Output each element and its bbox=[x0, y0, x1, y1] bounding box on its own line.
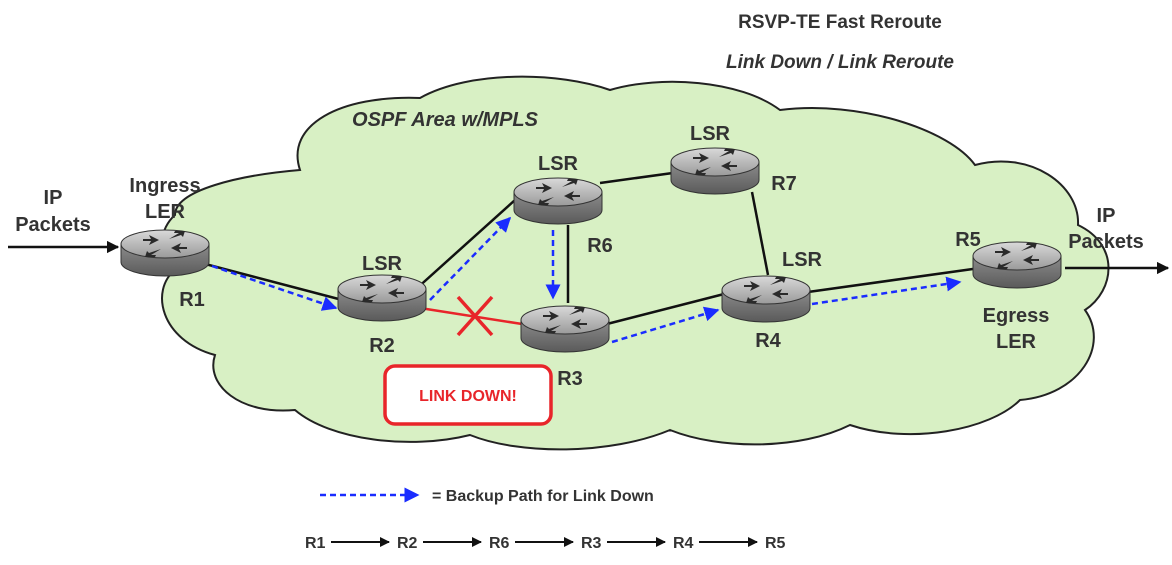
router-r3-icon bbox=[520, 305, 610, 353]
backup-r4-r5 bbox=[811, 276, 962, 306]
router-r4-icon bbox=[721, 275, 811, 323]
r3-name: R3 bbox=[557, 368, 583, 390]
egress-line2: LER bbox=[996, 331, 1037, 353]
r2-name: R2 bbox=[369, 335, 395, 357]
link-r4-r5 bbox=[807, 266, 981, 294]
legend-backup-label: = Backup Path for Link Down bbox=[432, 488, 654, 505]
router-r5-icon bbox=[972, 241, 1062, 289]
ip-out-line2: Packets bbox=[1068, 231, 1144, 253]
router-r7-icon bbox=[670, 147, 760, 195]
area-label: OSPF Area w/MPLS bbox=[352, 109, 539, 131]
legend-seq-r4: R4 bbox=[673, 535, 694, 552]
link-r2-r3-down bbox=[419, 306, 523, 326]
legend-seq-r5: R5 bbox=[765, 535, 786, 552]
ip-out-line1: IP bbox=[1097, 205, 1116, 227]
r4-name: R4 bbox=[755, 330, 781, 352]
router-r1-icon bbox=[120, 229, 210, 277]
legend-seq-r2: R2 bbox=[397, 535, 418, 552]
ingress-line2: LER bbox=[145, 201, 186, 223]
link-down-box bbox=[383, 364, 553, 426]
link-r3-r4 bbox=[602, 291, 729, 327]
link-r6-r7 bbox=[599, 170, 681, 185]
legend-seq-r6: R6 bbox=[489, 535, 510, 552]
ip-in-line2: Packets bbox=[15, 214, 91, 236]
r4-role: LSR bbox=[782, 249, 823, 271]
ip-in-line1: IP bbox=[44, 187, 63, 209]
ingress-line1: Ingress bbox=[129, 175, 200, 197]
legend-seq-r3: R3 bbox=[581, 535, 602, 552]
link-r2-r6 bbox=[414, 199, 516, 291]
r6-role: LSR bbox=[538, 153, 579, 175]
router-r6-icon bbox=[513, 177, 603, 225]
egress-line1: Egress bbox=[983, 305, 1050, 327]
backup-r3-r4 bbox=[611, 306, 720, 344]
r2-role: LSR bbox=[362, 253, 403, 275]
r1-name: R1 bbox=[179, 289, 205, 311]
backup-r2-r6 bbox=[429, 216, 512, 301]
ospf-area-cloud bbox=[160, 75, 1110, 451]
r5-name: R5 bbox=[955, 229, 981, 251]
r7-role: LSR bbox=[690, 123, 731, 145]
links bbox=[189, 170, 981, 327]
legend-path-sequence: R1 R2 R6 R3 R4 R5 bbox=[305, 535, 786, 552]
title-line2: Link Down / Link Reroute bbox=[726, 52, 954, 73]
link-break-x-icon bbox=[456, 295, 494, 337]
link-down-label: LINK DOWN! bbox=[419, 388, 517, 405]
router-r2-icon bbox=[337, 274, 427, 322]
r6-name: R6 bbox=[587, 235, 613, 257]
link-r7-r4 bbox=[750, 191, 770, 276]
legend-seq-r1: R1 bbox=[305, 535, 326, 552]
title-line1: RSVP-TE Fast Reroute bbox=[738, 12, 942, 33]
backup-path bbox=[211, 216, 962, 344]
r7-name: R7 bbox=[771, 173, 797, 195]
backup-r1-r2 bbox=[211, 264, 338, 311]
